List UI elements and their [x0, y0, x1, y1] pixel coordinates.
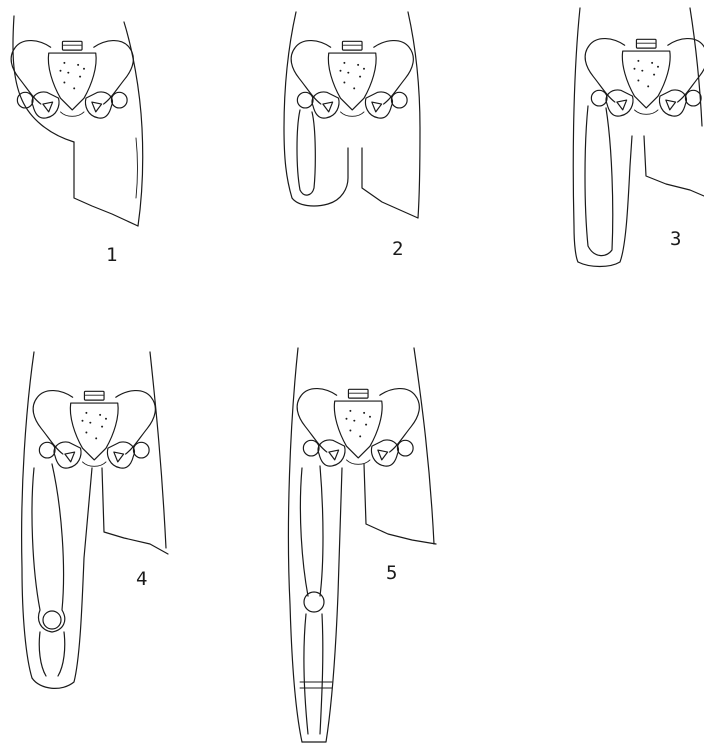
knee-disarticulation-drawing [0, 348, 175, 698]
transtibial-drawing [272, 344, 442, 744]
panel-label-5: 5 [386, 564, 397, 583]
amputation-diagram-5: 5 [272, 344, 442, 744]
amputation-diagram-2: 2 [270, 8, 440, 228]
amputation-diagram-1: 1 [0, 8, 170, 228]
panel-label-4: 4 [136, 570, 147, 589]
amputation-diagram-3: 3 [550, 6, 704, 268]
panel-label-3: 3 [670, 230, 681, 249]
hip-disarticulation-drawing [0, 8, 170, 228]
panel-label-2: 2 [392, 240, 403, 259]
short-transfemoral-drawing [270, 8, 440, 228]
panel-label-1: 1 [106, 246, 117, 265]
amputation-diagram-4: 4 [0, 348, 175, 698]
